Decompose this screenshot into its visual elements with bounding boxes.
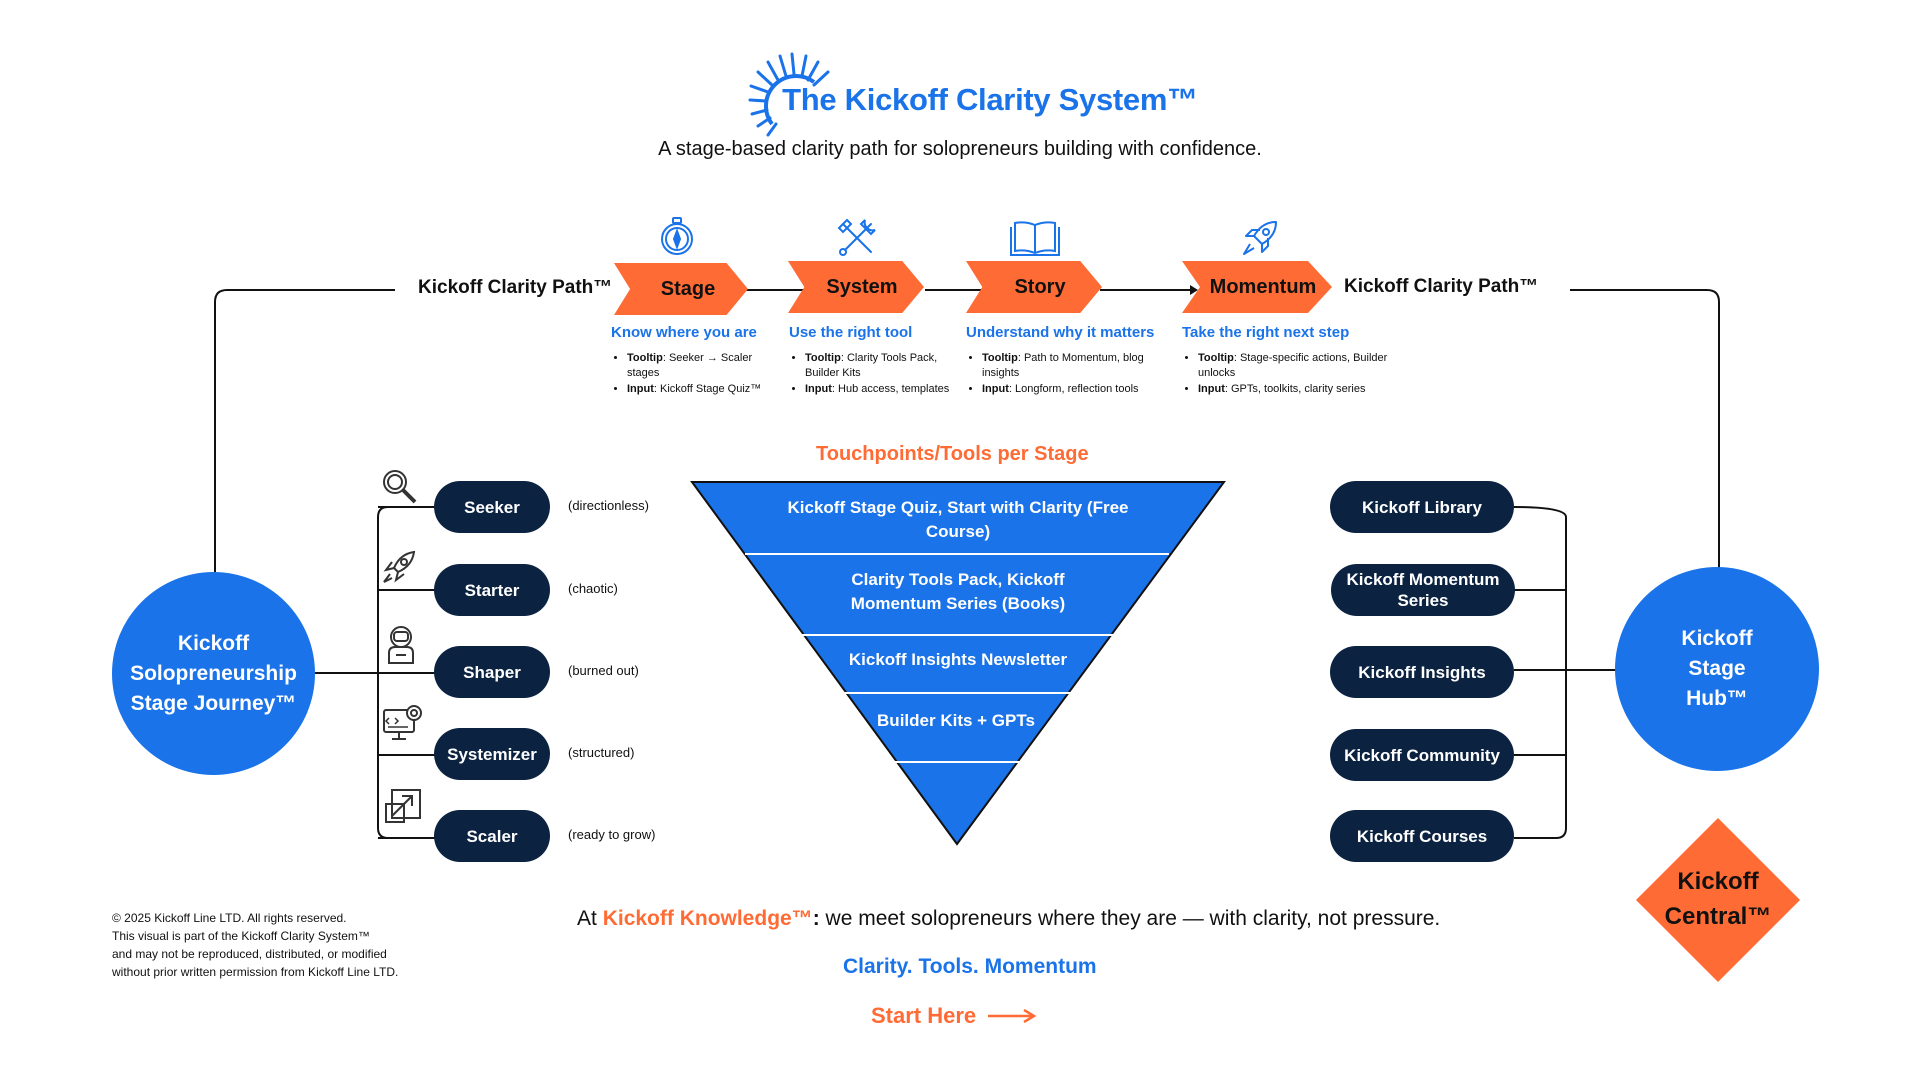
step-story-tooltip: Tooltip: Path to Momentum, blog insights [982, 351, 1167, 381]
step-system-input: Input: Hub access, templates [805, 382, 959, 397]
title-text: The Kickoff Clarity System™ [782, 82, 1198, 117]
rocket-sketch-icon [383, 550, 416, 583]
start-here-label: Start Here [871, 1003, 977, 1028]
chevron-stage-label: Stage [660, 277, 716, 300]
stage-pill-systemizer-label: Systemizer [447, 744, 537, 764]
clarity-path-label-left: Kickoff Clarity Path™ [418, 277, 613, 298]
stage-pill-scaler[interactable]: Scaler [434, 810, 550, 862]
start-here-link[interactable]: Start Here [871, 1003, 1038, 1029]
step-stage-input: Input: Kickoff Stage Quiz™ [627, 382, 781, 397]
arrow-right-icon [988, 1008, 1037, 1024]
hub-pill-insights-label: Kickoff Insights [1358, 662, 1486, 682]
step-momentum-input: Input: GPTs, toolkits, clarity series [1198, 382, 1388, 397]
monitor-gear-icon [383, 705, 422, 740]
step-story-details: Understand why it matters Tooltip: Path … [966, 324, 1166, 398]
astronaut-icon [388, 626, 414, 664]
stage-note-starter: (chaotic) [568, 581, 618, 596]
chevron-story-label: Story [1014, 275, 1066, 298]
knowledge-brand: Kickoff Knowledge™ [602, 907, 813, 930]
knowledge-statement: At Kickoff Knowledge™: we meet soloprene… [577, 907, 1441, 930]
step-system-details: Use the right tool Tooltip: Clarity Tool… [789, 324, 959, 398]
copyright-notice: © 2025 Kickoff Line LTD. All rights rese… [112, 911, 399, 979]
step-stage-details: Know where you are Tooltip: Seeker → Sca… [611, 324, 781, 398]
step-stage-heading: Know where you are [611, 324, 757, 341]
central-label: Kickoff Central™ [1664, 868, 1772, 930]
step-system-heading: Use the right tool [789, 324, 913, 341]
stage-pill-systemizer[interactable]: Systemizer [434, 728, 550, 780]
step-momentum-tooltip: Tooltip: Stage-specific actions, Builder… [1198, 351, 1388, 381]
stage-note-seeker: (directionless) [568, 498, 649, 513]
step-momentum-details: Take the right next step Tooltip: Stage-… [1182, 324, 1387, 398]
touchpoints-funnel [690, 481, 1226, 846]
hub-pill-courses-label: Kickoff Courses [1356, 826, 1488, 846]
stage-note-systemizer: (structured) [568, 745, 635, 760]
journey-hub-circle[interactable]: Kickoff Solopreneurship Stage Journey™ [112, 572, 315, 775]
tagline: Clarity. Tools. Momentum [843, 955, 1097, 978]
magnifier-icon [383, 470, 417, 504]
hub-pill-library[interactable]: Kickoff Library [1330, 481, 1514, 533]
stage-hub-label: Kickoff Stage Hub™ [1681, 627, 1753, 710]
stage-pill-scaler-label: Scaler [466, 826, 518, 846]
tools-icon [837, 218, 876, 256]
chevron-momentum[interactable]: Momentum [1182, 261, 1332, 313]
journey-hub-label: Kickoff Solopreneurship Stage Journey™ [130, 631, 297, 715]
funnel-layer-1[interactable]: Kickoff Stage Quiz, Start with Clarity (… [787, 498, 1129, 541]
stage-note-scaler: (ready to grow) [568, 827, 656, 842]
hub-pill-community[interactable]: Kickoff Community [1330, 729, 1514, 781]
step-story-input: Input: Longform, reflection tools [982, 382, 1167, 397]
stage-pill-shaper[interactable]: Shaper [434, 646, 550, 698]
step-stage-tooltip: Tooltip: Seeker → Scaler stages [627, 351, 781, 381]
hub-pill-library-label: Kickoff Library [1362, 497, 1482, 517]
chevron-system-label: System [826, 275, 898, 298]
stage-pill-starter[interactable]: Starter [434, 564, 550, 616]
stage-pill-starter-label: Starter [464, 580, 520, 600]
touchpoints-title: Touchpoints/Tools per Stage [816, 443, 1089, 465]
page-subtitle: A stage-based clarity path for soloprene… [658, 138, 1262, 160]
hub-pill-momentum-series[interactable]: Kickoff Momentum Series [1331, 564, 1515, 616]
funnel-layer-4[interactable]: Builder Kits + GPTs [877, 711, 1035, 730]
step-system-tooltip: Tooltip: Clarity Tools Pack, Builder Kit… [805, 351, 959, 381]
funnel-layer-3[interactable]: Kickoff Insights Newsletter [848, 650, 1068, 669]
sunburst-logo-icon [748, 52, 830, 137]
stage-pill-shaper-label: Shaper [463, 662, 521, 682]
funnel-layer-2[interactable]: Clarity Tools Pack, Kickoff Momentum Ser… [850, 570, 1066, 613]
chevron-stage[interactable]: Stage [614, 263, 748, 315]
stage-note-shaper: (burned out) [568, 663, 639, 678]
clarity-path-label-right: Kickoff Clarity Path™ [1344, 276, 1539, 297]
hub-pill-momentum-series-label: Kickoff Momentum Series [1346, 570, 1500, 610]
chevron-momentum-label: Momentum [1209, 275, 1317, 298]
expand-arrow-icon [385, 789, 421, 823]
hub-pill-community-label: Kickoff Community [1344, 745, 1500, 765]
compass-icon [661, 217, 693, 255]
stage-hub-circle[interactable]: Kickoff Stage Hub™ [1615, 567, 1819, 771]
chevron-story[interactable]: Story [966, 261, 1102, 313]
page-title: The Kickoff Clarity System™ [0, 82, 1920, 118]
hub-pill-insights[interactable]: Kickoff Insights [1330, 646, 1514, 698]
step-story-heading: Understand why it matters [966, 324, 1155, 341]
rocket-icon [1243, 221, 1277, 255]
stage-pill-seeker[interactable]: Seeker [434, 481, 550, 533]
hub-pill-courses[interactable]: Kickoff Courses [1330, 810, 1514, 862]
stage-pill-seeker-label: Seeker [464, 497, 520, 517]
chevron-system[interactable]: System [788, 261, 924, 313]
step-momentum-heading: Take the right next step [1182, 324, 1350, 341]
book-icon [1010, 221, 1060, 256]
